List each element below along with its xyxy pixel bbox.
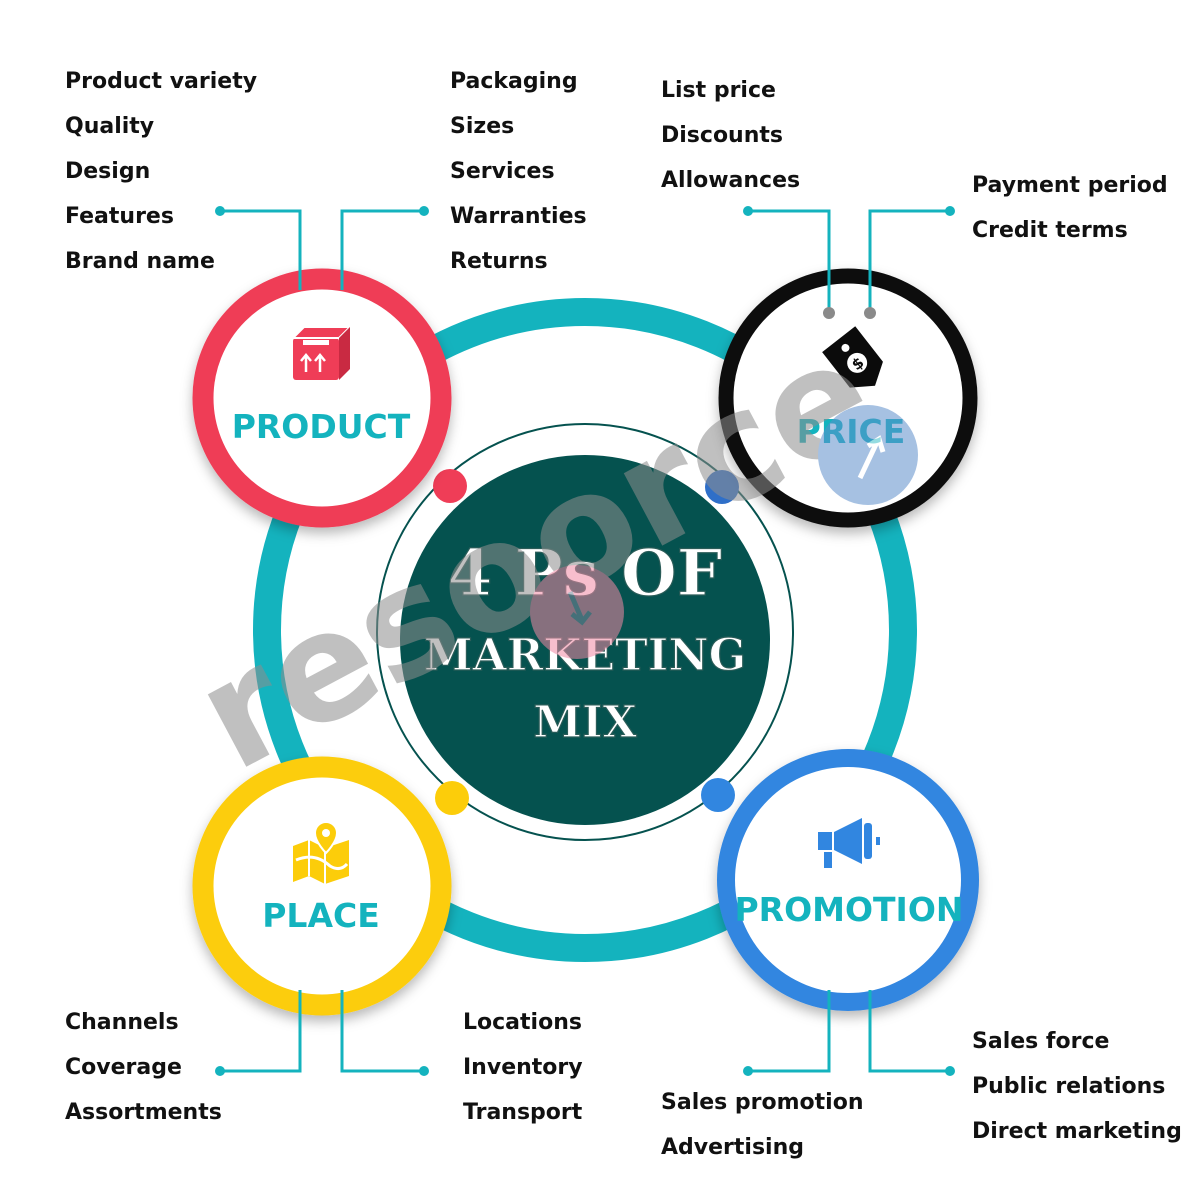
list-item: Assortments	[65, 1100, 222, 1125]
dot-place	[435, 781, 469, 815]
list-item: Credit terms	[972, 218, 1128, 243]
price-connector-dot-right	[864, 307, 876, 319]
promotion-right-list: Sales force Public relations Direct mark…	[972, 1019, 1182, 1154]
list-item: Transport	[463, 1100, 583, 1125]
connector-price-left	[748, 209, 831, 313]
list-item: Allowances	[661, 168, 801, 193]
price-right-list: Payment period Credit terms	[972, 163, 1168, 253]
promotion-title: PROMOTION	[734, 890, 963, 929]
list-item: Advertising	[661, 1135, 804, 1160]
product-right-list: Packaging Sizes Services Warranties Retu…	[450, 59, 587, 284]
list-item: Packaging	[450, 69, 578, 94]
list-item: Quality	[65, 114, 155, 139]
watermark-badge-blue	[818, 405, 918, 505]
list-item: List price	[661, 78, 776, 103]
price-connector-dot-left	[823, 307, 835, 319]
list-item: Public relations	[972, 1074, 1166, 1099]
dot-price	[705, 470, 739, 504]
list-item: Sales force	[972, 1029, 1110, 1054]
center-title-line3: MIX	[533, 697, 637, 748]
connector-end-dots	[215, 206, 955, 1076]
promotion-left-list: Sales promotion Advertising	[661, 1080, 864, 1170]
product-node: PRODUCT	[192, 268, 452, 528]
inner-thin-ring	[376, 423, 794, 841]
dot-product	[433, 469, 467, 503]
map-pin-icon	[293, 820, 349, 884]
list-item: Sales promotion	[661, 1090, 864, 1115]
list-item: Design	[65, 159, 151, 184]
list-item: Locations	[463, 1010, 582, 1035]
price-left-list: List price Discounts Allowances	[661, 68, 800, 203]
list-item: Coverage	[65, 1055, 182, 1080]
list-item: Warranties	[450, 204, 587, 229]
connector-promotion-left	[748, 990, 831, 1073]
product-title: PRODUCT	[232, 407, 411, 446]
dot-promotion	[701, 778, 735, 812]
place-left-list: Channels Coverage Assortments	[65, 1000, 222, 1135]
connector-product-left	[220, 209, 302, 290]
list-item: Services	[450, 159, 555, 184]
connector-place-left	[220, 990, 302, 1073]
list-item: Features	[65, 204, 174, 229]
megaphone-icon	[818, 818, 880, 868]
list-item: Direct marketing	[972, 1119, 1182, 1144]
connector-place-right	[340, 990, 424, 1073]
connector-promotion-right	[868, 990, 950, 1073]
list-item: Brand name	[65, 249, 215, 274]
list-item: Payment period	[972, 173, 1168, 198]
connector-price-right	[868, 209, 950, 313]
list-item: Returns	[450, 249, 548, 274]
connector-lines	[220, 209, 950, 1073]
place-title: PLACE	[262, 896, 380, 935]
connector-product-right	[340, 209, 424, 290]
outer-ring	[253, 298, 917, 962]
list-item: Sizes	[450, 114, 515, 139]
list-item: Discounts	[661, 123, 783, 148]
list-item: Product variety	[65, 69, 258, 94]
place-node: PLACE	[192, 756, 452, 1016]
product-left-list: Product variety Quality Design Features …	[65, 59, 257, 284]
list-item: Channels	[65, 1010, 179, 1035]
package-box-icon	[290, 326, 353, 380]
price-tag-icon: $	[822, 326, 883, 388]
place-right-list: Locations Inventory Transport	[463, 1000, 583, 1135]
list-item: Inventory	[463, 1055, 583, 1080]
promotion-node: PROMOTION	[717, 749, 979, 1011]
